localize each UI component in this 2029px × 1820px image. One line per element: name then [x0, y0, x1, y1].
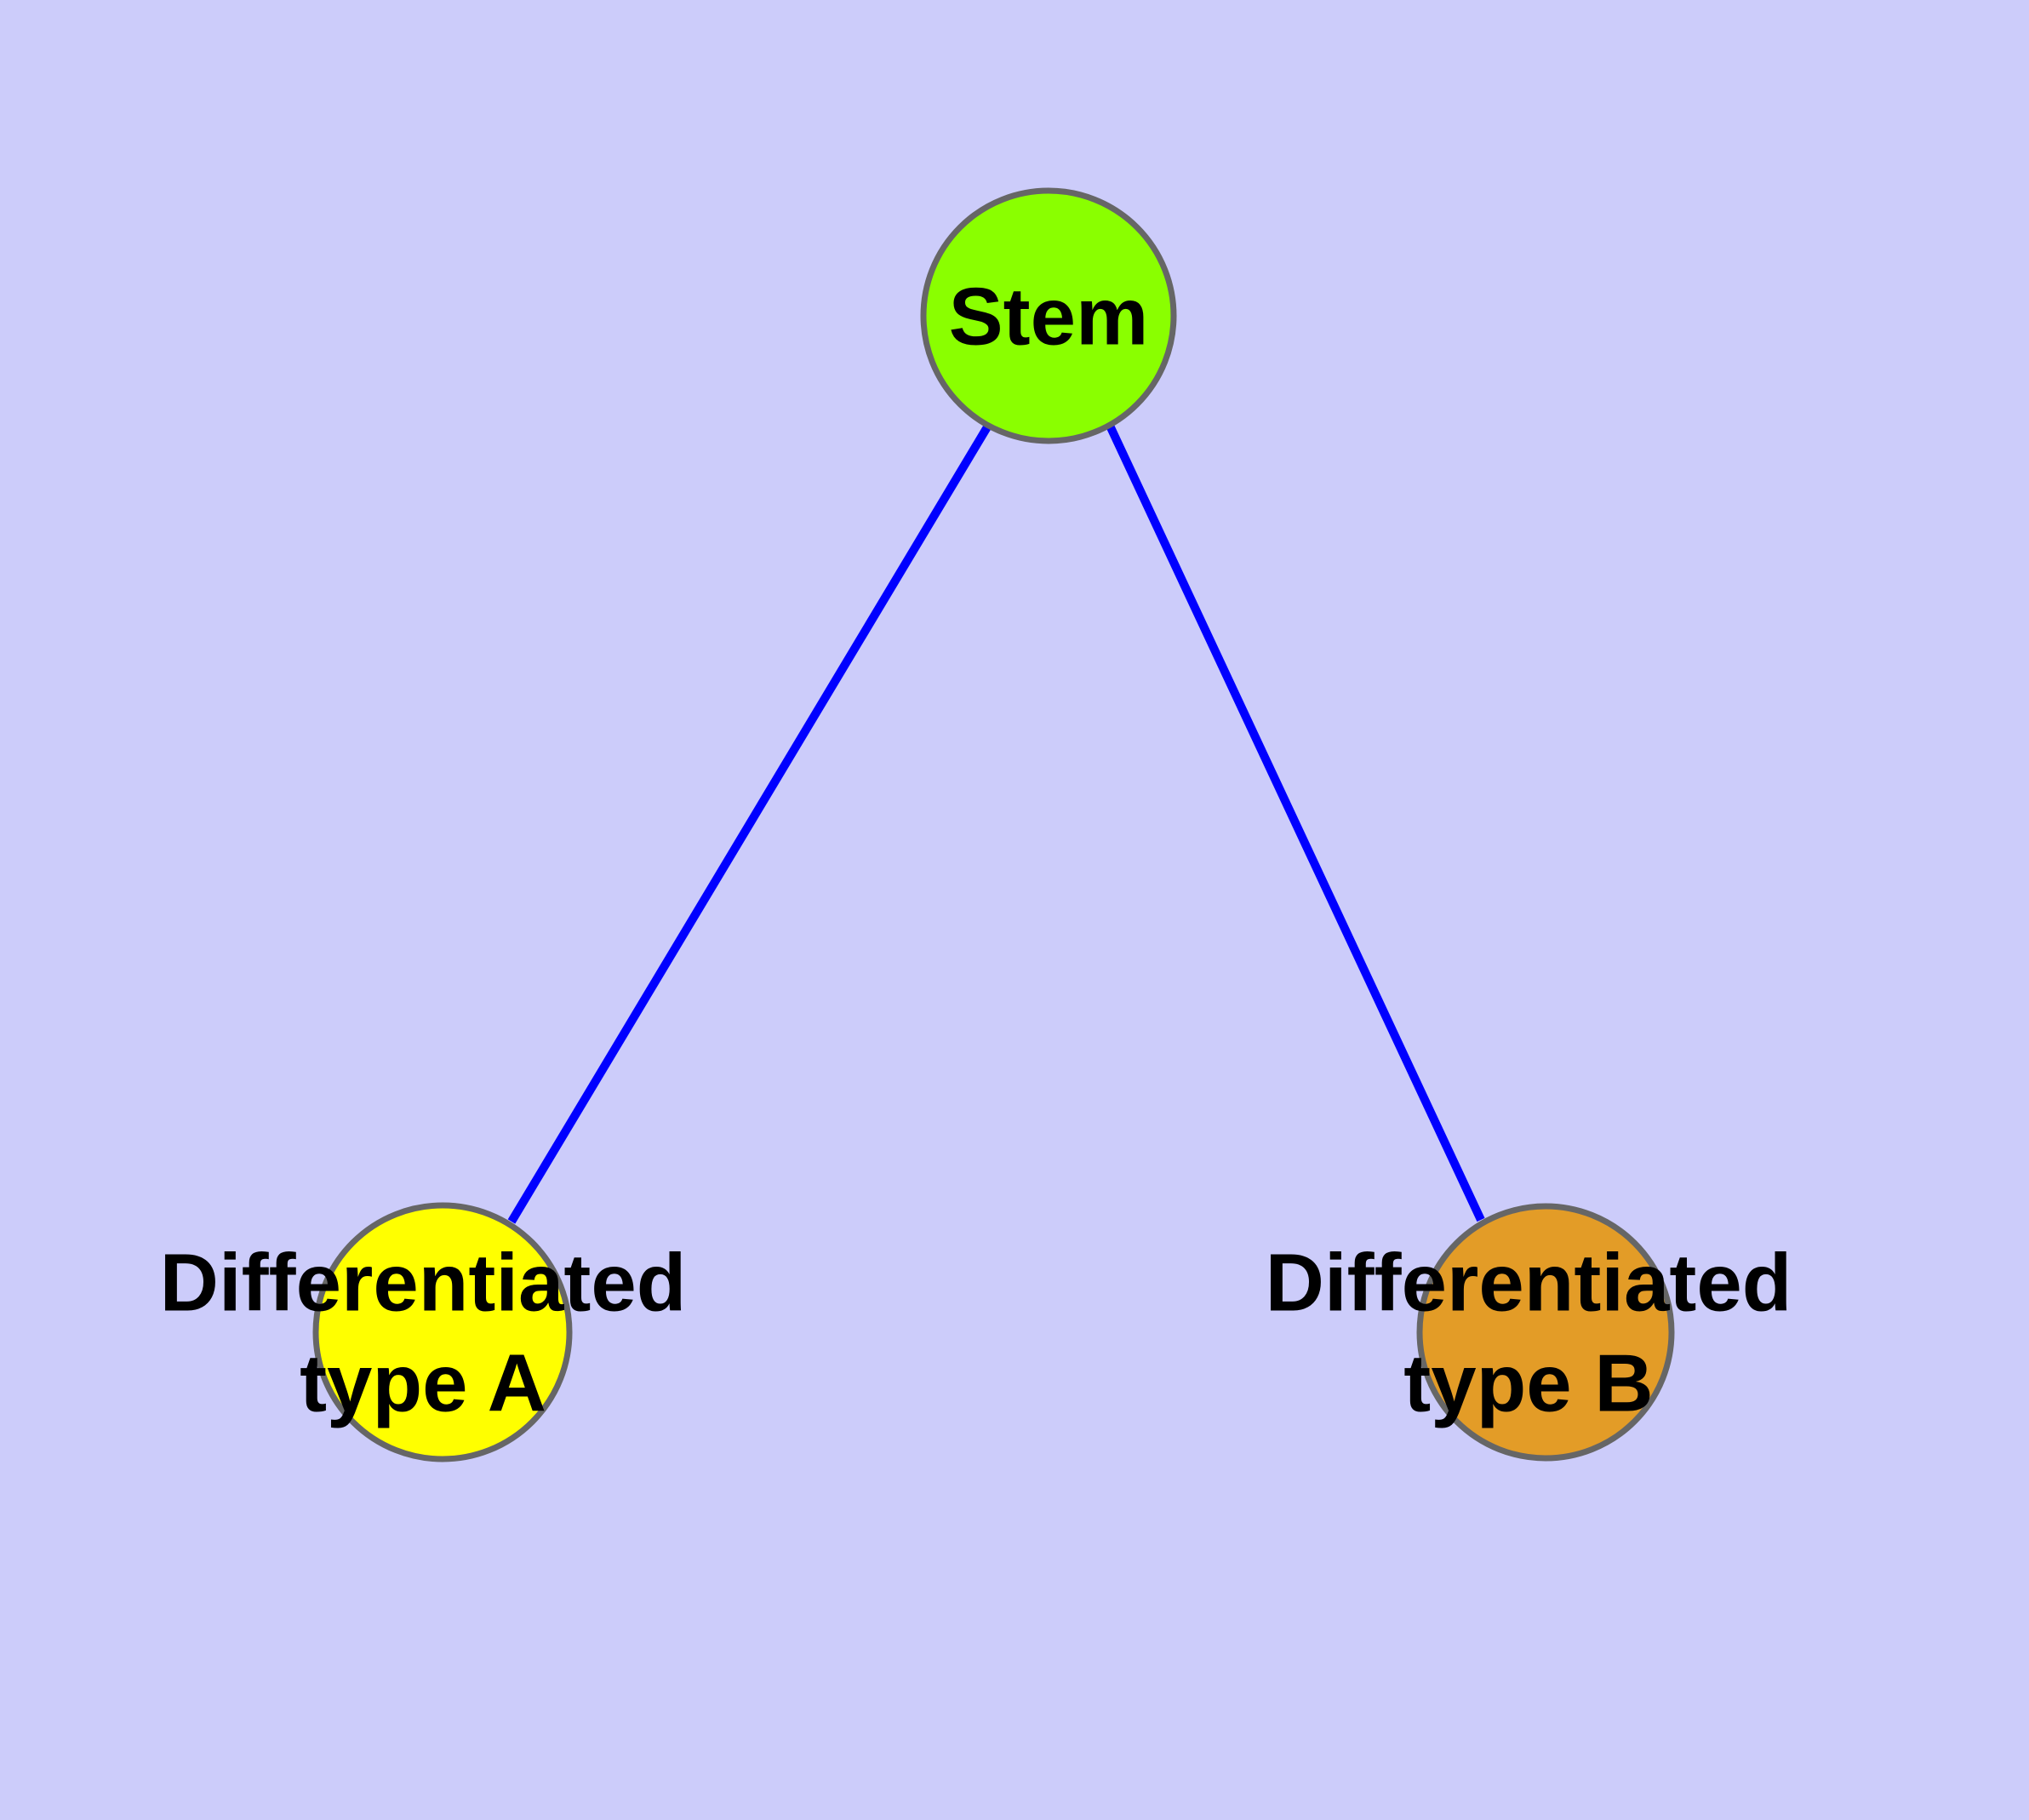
graph-node-stem[interactable]: [920, 187, 1177, 444]
label-line: Differentiated: [160, 1238, 687, 1329]
label-line: type B: [1403, 1338, 1653, 1429]
graph-edge[interactable]: [507, 423, 992, 1224]
graph-edge[interactable]: [1106, 423, 1485, 1222]
label-line: Stem: [949, 272, 1149, 363]
graph-node-diff_a[interactable]: [312, 1202, 573, 1462]
label-line: type A: [300, 1338, 546, 1429]
graph-node-diff_b[interactable]: [1416, 1203, 1675, 1462]
nodes-layer: [312, 187, 1675, 1462]
graph-node-label-stem: Stem: [949, 272, 1149, 363]
edges-layer: [507, 423, 1485, 1224]
label-line: Differentiated: [1266, 1238, 1792, 1329]
